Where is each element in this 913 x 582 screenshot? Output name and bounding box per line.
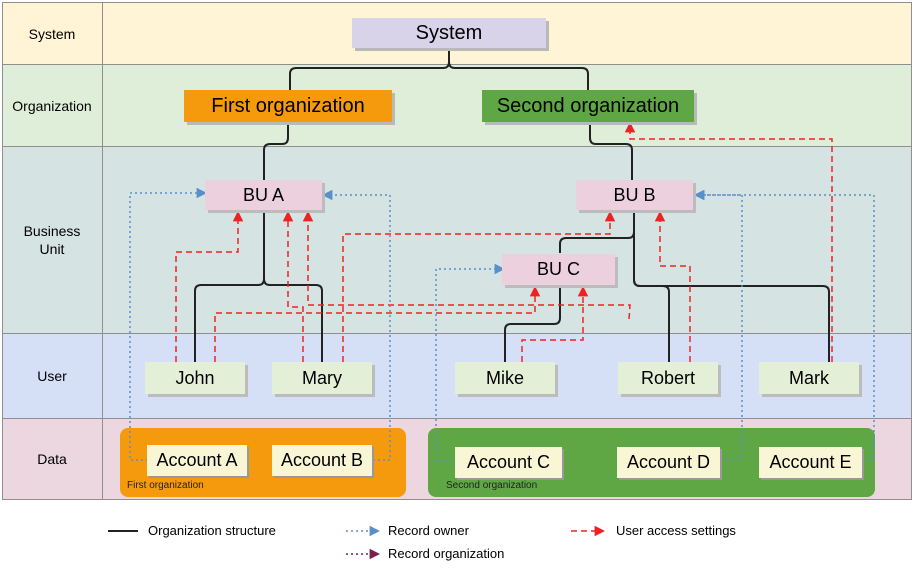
account-b-node: Account B: [272, 445, 372, 476]
account-d-node: Account D: [617, 447, 720, 478]
legend-organization-structure: Organization structure: [148, 523, 276, 538]
user-robert-node: Robert: [618, 362, 718, 394]
account-c-node: Account C: [455, 447, 562, 478]
legend-record-organization: Record organization: [388, 546, 505, 561]
account-e-node: Account E: [759, 447, 862, 478]
user-john-node: John: [145, 362, 245, 394]
lane-label-business-unit: Business Unit: [23, 223, 81, 257]
user-mark-node: Mark: [759, 362, 859, 394]
lane-label-data: Data: [37, 451, 67, 467]
bu-c-node: BU C: [502, 254, 615, 285]
user-mary-node: Mary: [272, 362, 372, 394]
second-organization-node: Second organization: [482, 90, 694, 122]
lane-label-user: User: [37, 368, 67, 384]
legend-user-access-settings: User access settings: [616, 523, 736, 538]
record-owner-lines: [129, 187, 875, 461]
user-access-lines: [175, 121, 833, 362]
first-organization-group-label: First organization: [127, 480, 204, 491]
lane-label-organization: Organization: [12, 97, 92, 114]
bu-a-node: BU A: [205, 180, 322, 210]
account-a-node: Account A: [147, 445, 247, 476]
lane-divider: [102, 2, 103, 500]
bu-b-node: BU B: [576, 180, 693, 210]
system-node: System: [352, 18, 546, 48]
organization-structure-lines: [194, 49, 830, 362]
first-organization-node: First organization: [184, 90, 392, 122]
user-mike-node: Mike: [455, 362, 555, 394]
second-organization-group-label: Second organization: [446, 480, 538, 491]
organization-lane: [2, 64, 912, 147]
lane-label-system: System: [28, 25, 76, 42]
legend-lines: [108, 525, 606, 560]
legend-record-owner: Record owner: [388, 523, 469, 538]
